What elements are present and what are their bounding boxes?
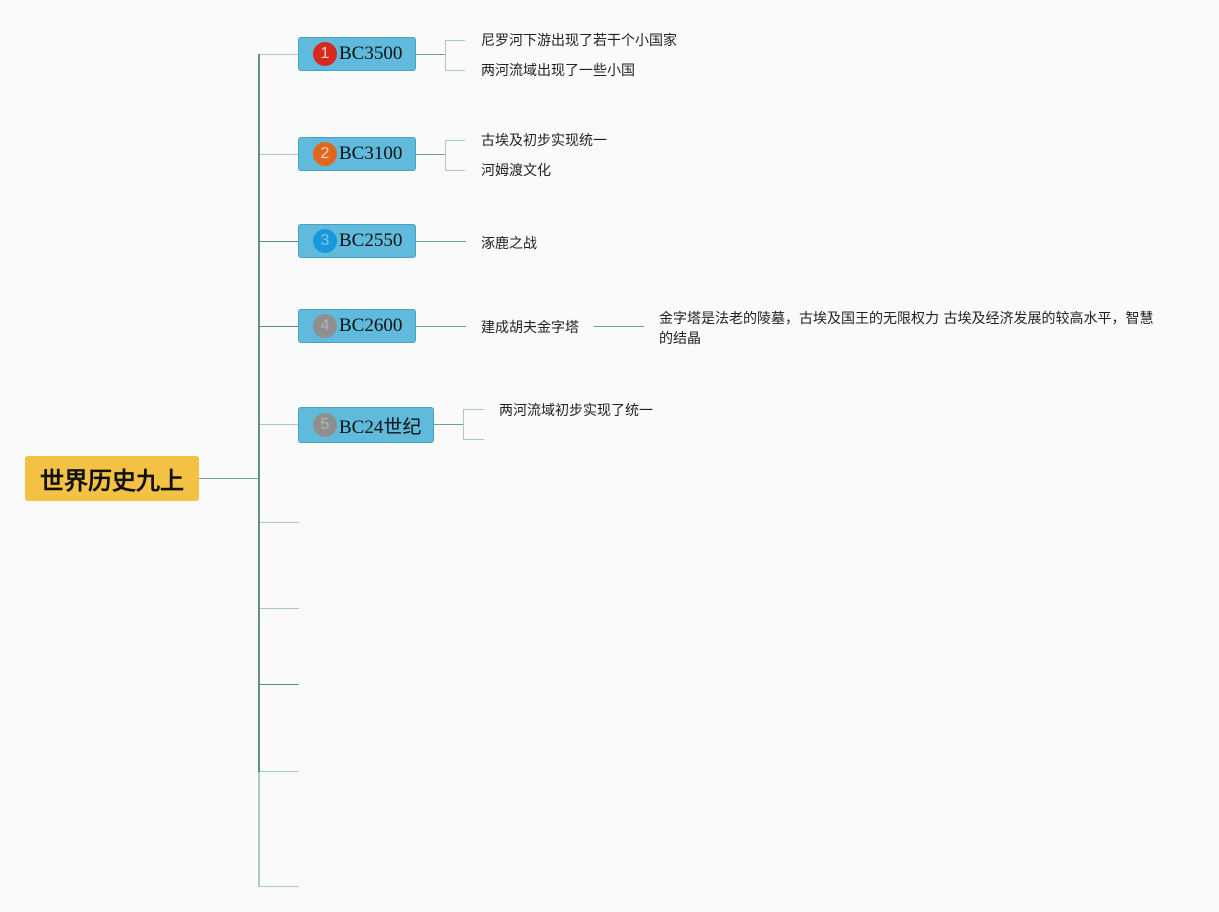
priority-3-icon: 3 bbox=[313, 229, 337, 253]
child-connector bbox=[416, 154, 446, 155]
child-connector bbox=[416, 54, 446, 55]
priority-5-icon: 5 bbox=[313, 413, 337, 437]
priority-4-icon: 4 bbox=[313, 314, 337, 338]
trunk-line bbox=[258, 54, 260, 772]
child-connector bbox=[416, 241, 466, 242]
topic-4[interactable]: 4 BC2600 bbox=[298, 309, 416, 343]
subtopic[interactable]: 两河流域出现了一些小国 bbox=[481, 63, 635, 79]
branch-connector bbox=[260, 326, 299, 327]
root-topic[interactable]: 世界历史九上 bbox=[25, 456, 199, 501]
topic-label: BC3100 bbox=[339, 143, 403, 164]
marker-number: 5 bbox=[320, 416, 330, 433]
child-connector bbox=[445, 140, 465, 141]
subtopic[interactable]: 尼罗河下游出现了若干个小国家 bbox=[481, 33, 677, 49]
child-connector bbox=[445, 70, 465, 71]
child-connector bbox=[463, 409, 484, 410]
child-connector bbox=[463, 439, 484, 440]
subtopic[interactable]: 涿鹿之战 bbox=[481, 236, 537, 252]
empty-branch bbox=[260, 771, 299, 772]
priority-1-icon: 1 bbox=[313, 42, 337, 66]
child-connector bbox=[445, 40, 465, 41]
branch-connector bbox=[260, 424, 299, 425]
priority-2-icon: 2 bbox=[313, 142, 337, 166]
subtopic[interactable]: 建成胡夫金字塔 bbox=[481, 320, 579, 336]
subtopic-empty[interactable] bbox=[499, 430, 539, 450]
trunk-line-lower bbox=[258, 772, 260, 887]
child-connector bbox=[434, 424, 464, 425]
topic-label: BC3500 bbox=[339, 43, 403, 64]
empty-branch bbox=[260, 608, 299, 609]
child-bracket bbox=[463, 409, 464, 440]
empty-branch bbox=[260, 522, 299, 523]
topic-1[interactable]: 1 BC3500 bbox=[298, 37, 416, 71]
child-connector bbox=[445, 170, 465, 171]
child-connector bbox=[416, 326, 466, 327]
marker-number: 1 bbox=[320, 45, 330, 62]
empty-branch bbox=[260, 886, 299, 887]
marker-number: 4 bbox=[320, 317, 330, 334]
subtopic[interactable]: 古埃及初步实现统一 bbox=[481, 133, 607, 149]
topic-label: BC2600 bbox=[339, 315, 403, 336]
marker-number: 3 bbox=[320, 232, 330, 249]
child-bracket bbox=[445, 140, 446, 170]
detail-connector bbox=[594, 326, 644, 327]
empty-branch bbox=[260, 684, 299, 685]
topic-label: BC2550 bbox=[339, 230, 403, 251]
topic-2[interactable]: 2 BC3100 bbox=[298, 137, 416, 171]
subtopic[interactable]: 两河流域初步实现了统一 bbox=[499, 403, 653, 419]
branch-connector bbox=[260, 241, 299, 242]
detail-note[interactable]: 金字塔是法老的陵墓，古埃及国王的无限权力 古埃及经济发展的较高水平，智慧的结晶 bbox=[659, 311, 1154, 347]
branch-connector bbox=[260, 154, 299, 155]
topic-5[interactable]: 5 BC24世纪 bbox=[298, 407, 434, 443]
topic-label: BC24世纪 bbox=[339, 416, 422, 438]
topic-3[interactable]: 3 BC2550 bbox=[298, 224, 416, 258]
branch-connector bbox=[260, 54, 299, 55]
root-connector bbox=[199, 478, 259, 479]
child-bracket bbox=[445, 40, 446, 70]
marker-number: 2 bbox=[320, 145, 330, 162]
subtopic[interactable]: 河姆渡文化 bbox=[481, 163, 551, 179]
root-label: 世界历史九上 bbox=[40, 467, 184, 495]
